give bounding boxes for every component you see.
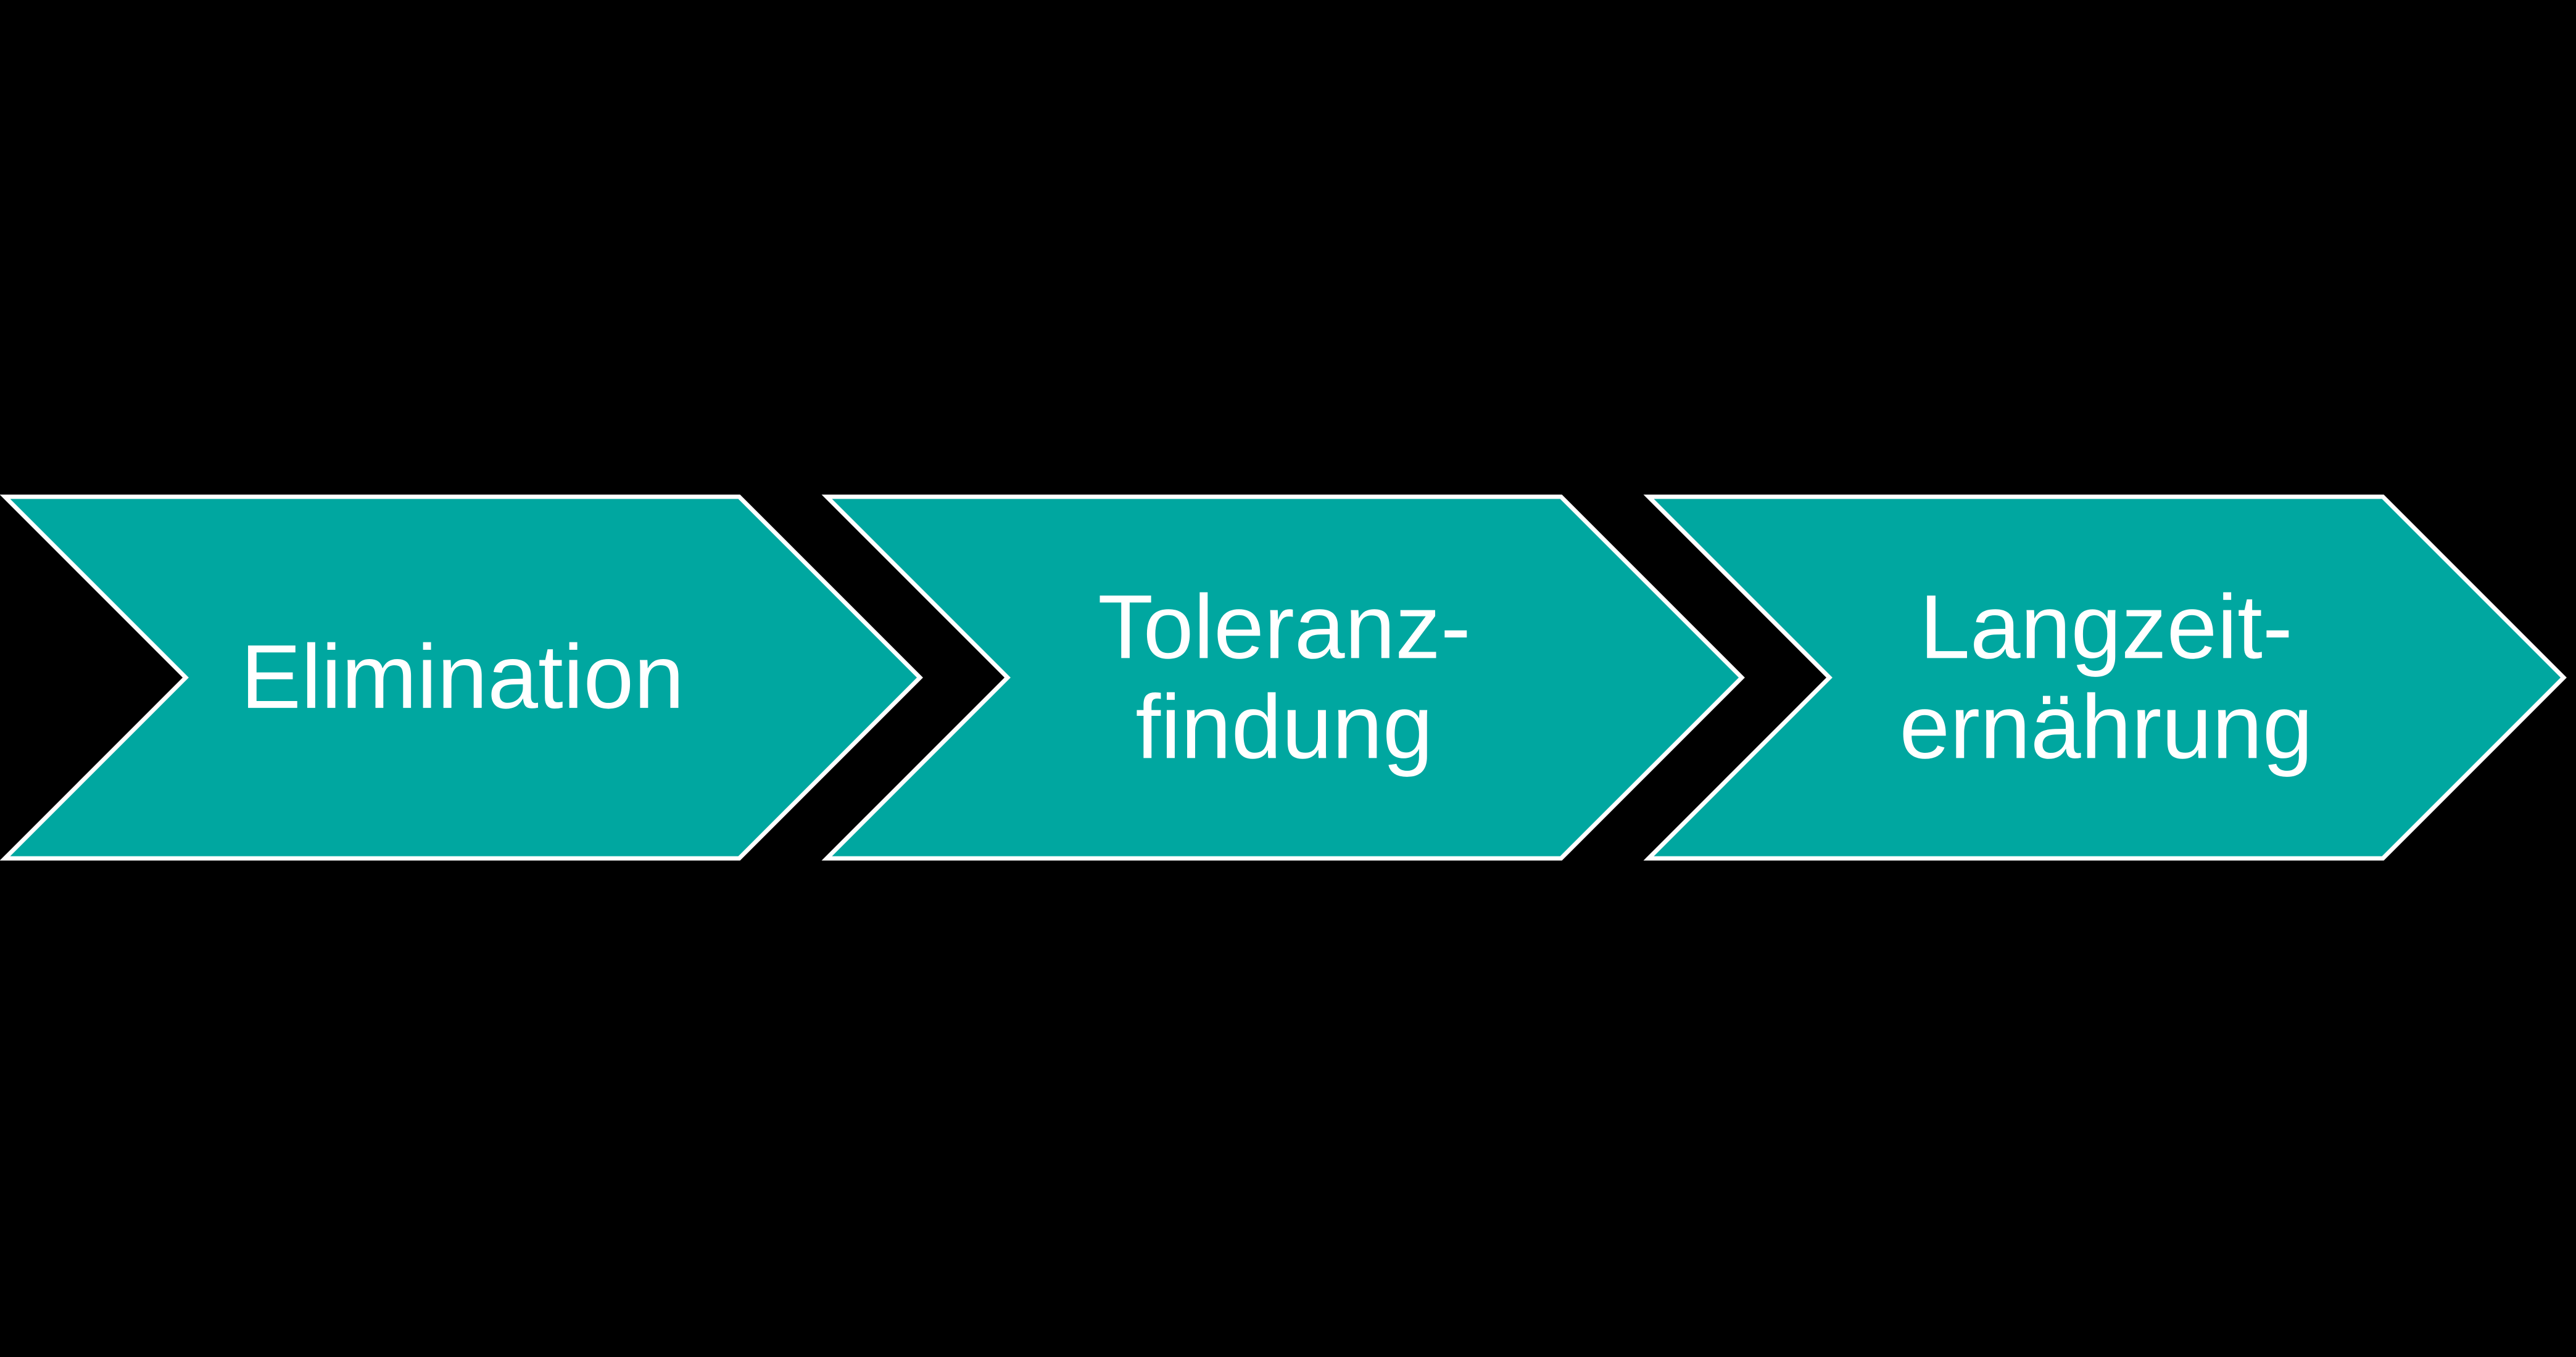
chevron-arrow-step-1 [0, 494, 923, 861]
step-label-2: Toleranz- findung [1098, 576, 1471, 778]
chevron-arrow-step-2 [821, 494, 1745, 861]
chevron-arrow-step-3 [1643, 494, 2567, 861]
step-label-1: Elimination [241, 626, 684, 728]
step-label-3: Langzeit- ernährung [1899, 576, 2313, 778]
